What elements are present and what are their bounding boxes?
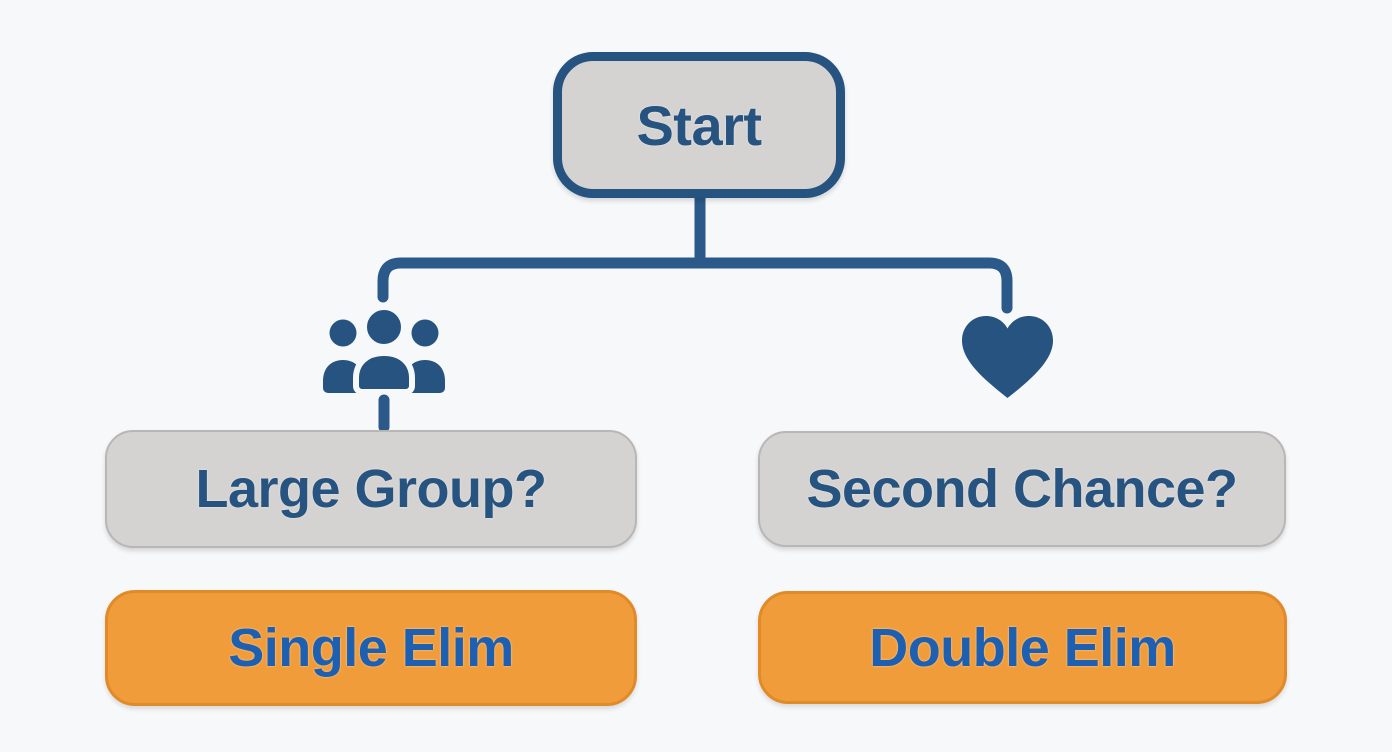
connector-branch [377,257,1013,314]
result-label: Single Elim [228,618,514,678]
result-label: Double Elim [869,617,1176,678]
node-result-single-elim: Single Elim [105,590,637,706]
node-result-double-elim: Double Elim [758,591,1287,704]
group-icon [322,302,446,399]
heart-icon [960,314,1055,405]
start-label: Start [636,93,762,157]
node-start: Start [553,52,845,198]
node-question-large-group: Large Group? [105,430,637,548]
node-question-second-chance: Second Chance? [758,431,1286,547]
question-label: Large Group? [195,459,547,519]
question-label: Second Chance? [806,459,1238,519]
